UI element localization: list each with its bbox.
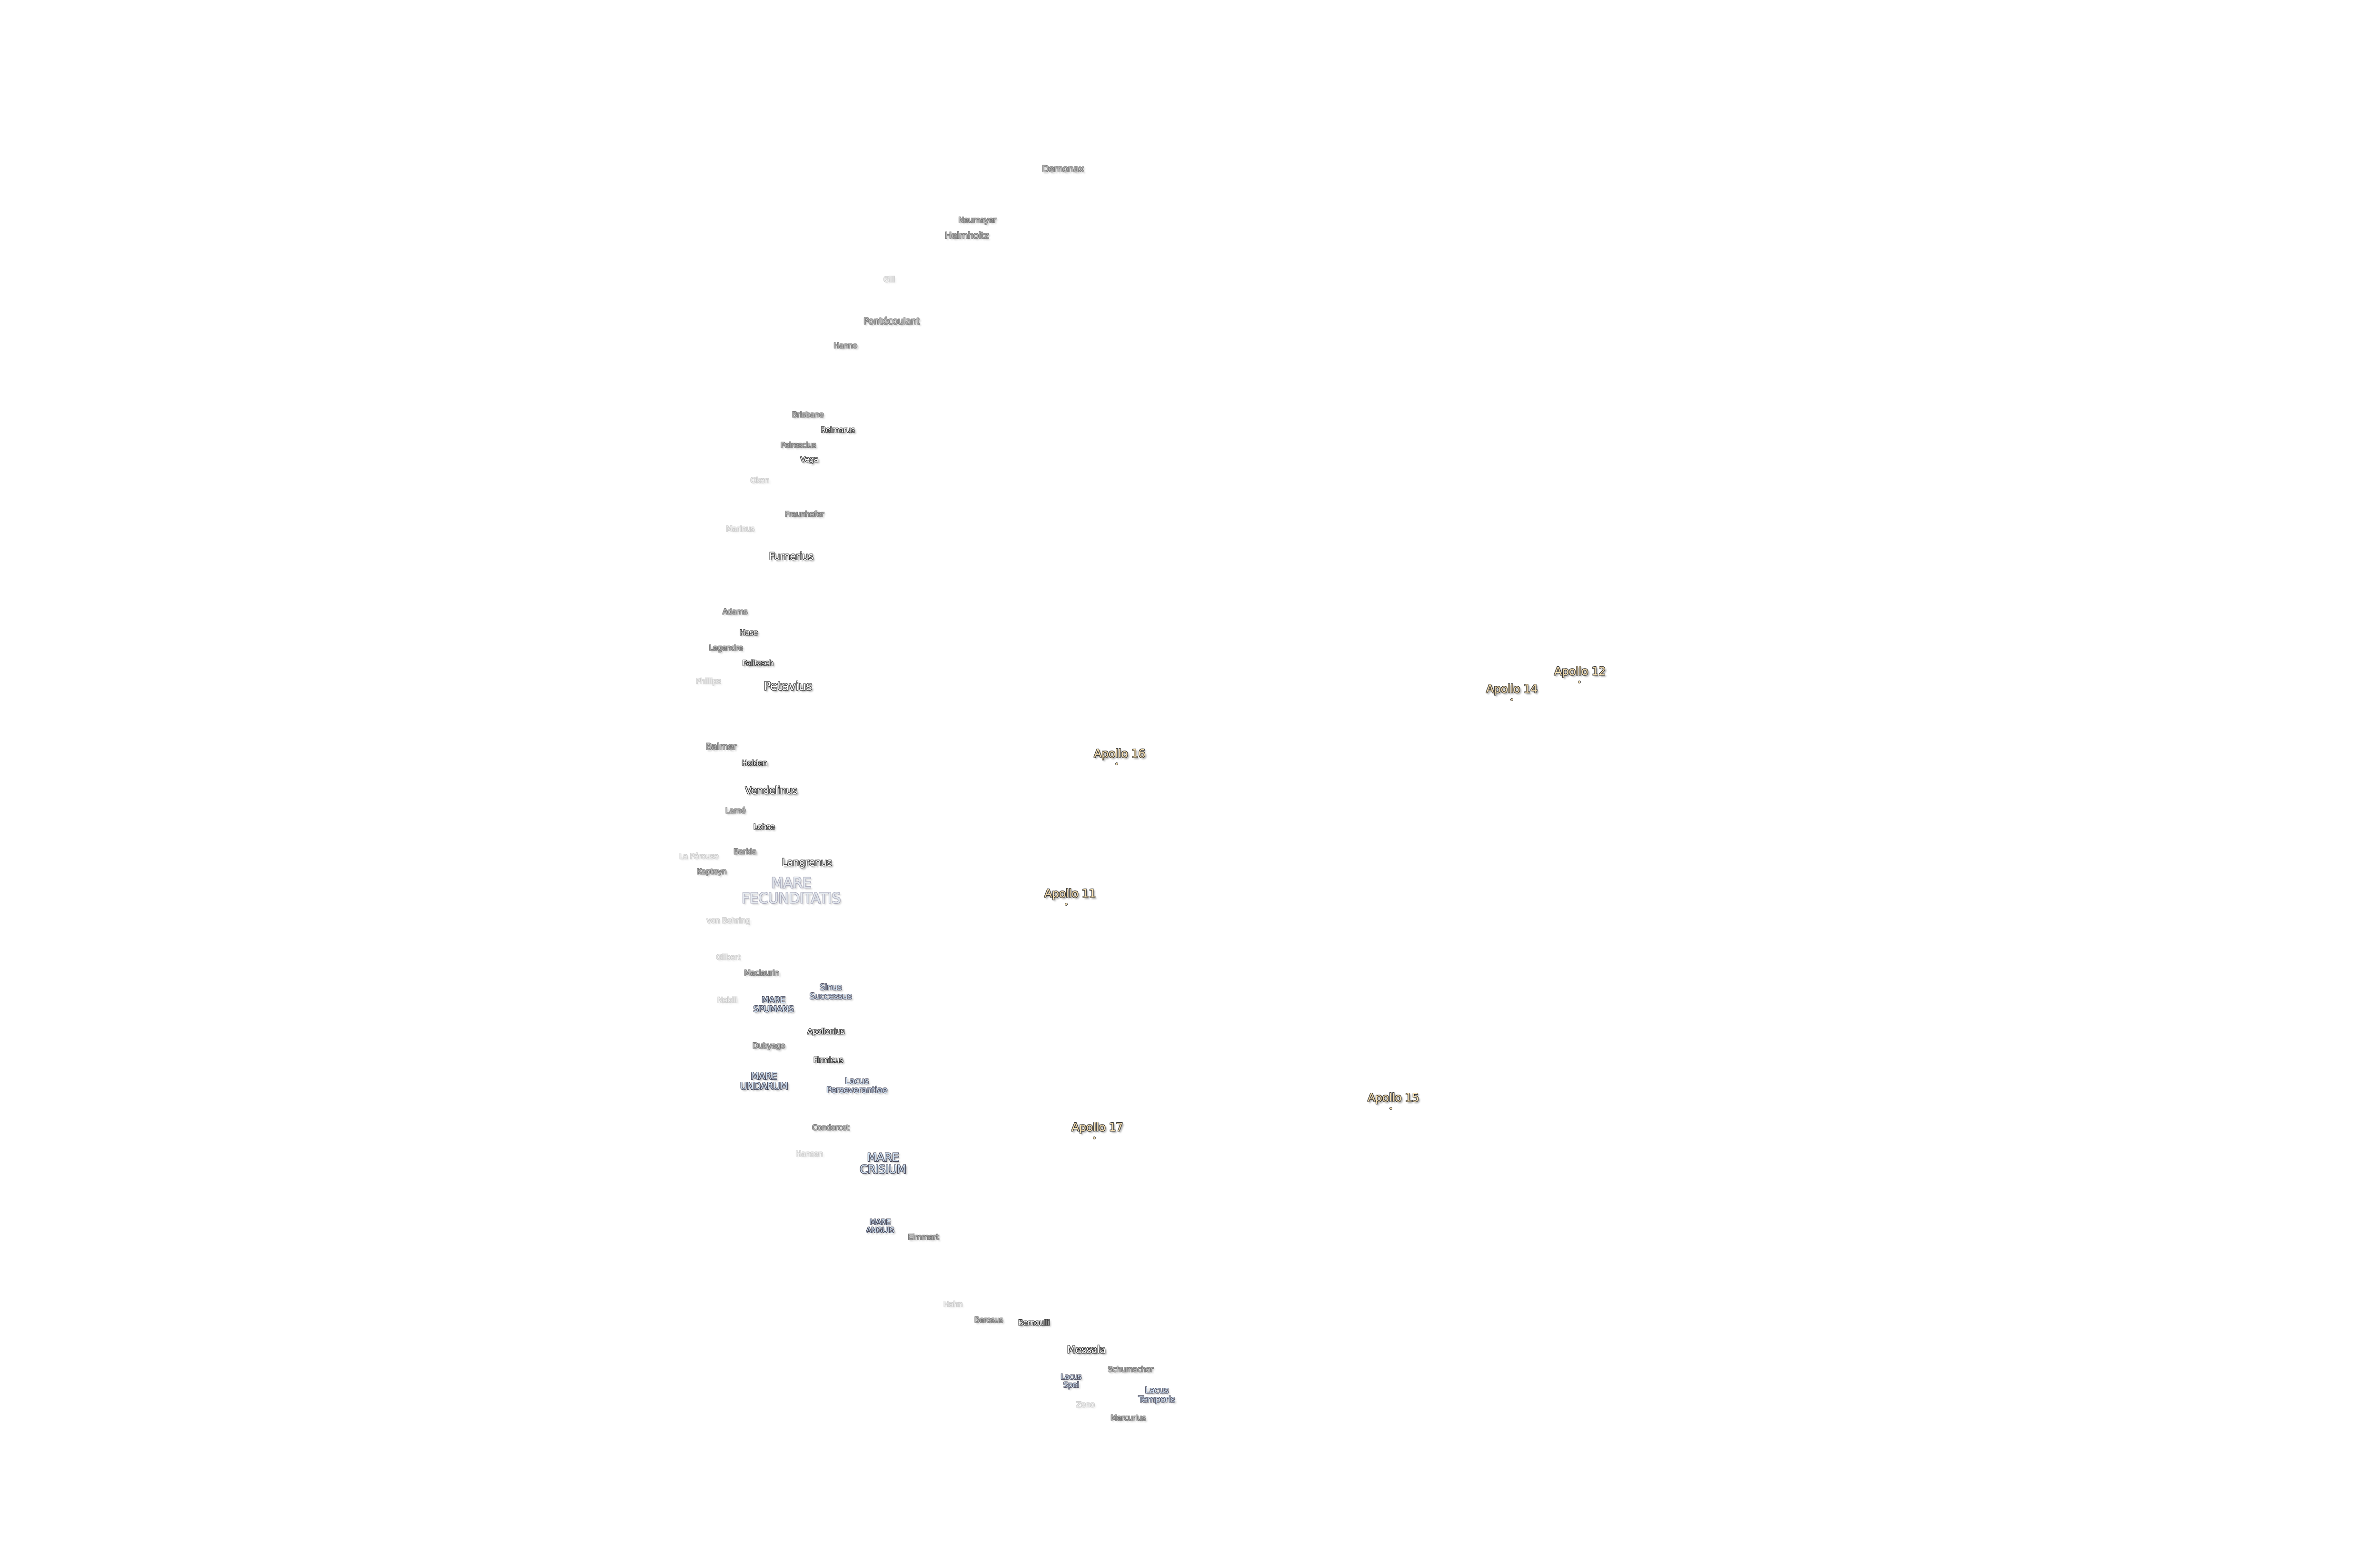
crater-label-apollonius[interactable]: Apollonius (807, 1027, 844, 1036)
crater-label-reimarus[interactable]: Reimarus (821, 425, 855, 435)
crater-label-balmer[interactable]: Balmer (705, 741, 737, 752)
mare-label-line: MARE (771, 875, 812, 892)
crater-label-adams[interactable]: Adams (722, 607, 748, 616)
crater-label-eimmart[interactable]: Eimmart (908, 1232, 939, 1242)
mare-label-line: MARE (751, 1070, 777, 1082)
sinus-label-line: Successus (809, 991, 852, 1001)
lacus-label-spei[interactable]: Lacus Spei (1061, 1373, 1081, 1389)
crater-label-hahn[interactable]: Hahn (943, 1299, 963, 1309)
lacus-label-line: Spei (1063, 1380, 1079, 1389)
mare-label-line: UNDARUM (740, 1080, 788, 1092)
landing-site-label-apollo-14[interactable]: Apollo 14 (1486, 682, 1538, 696)
crater-label-brisbane[interactable]: Brisbane (792, 410, 824, 419)
crater-label-la-perouse[interactable]: La Pérouse (679, 851, 719, 861)
mare-label-fecunditatis[interactable]: MARE FECUNDITATIS (742, 876, 841, 906)
crater-label-hanno[interactable]: Hanno (833, 341, 857, 350)
crater-label-vega[interactable]: Vega (800, 455, 818, 464)
mare-label-crisium[interactable]: MARE CRISIUM (860, 1150, 906, 1176)
crater-label-neumayer[interactable]: Neumayer (958, 215, 996, 225)
crater-label-von-behring[interactable]: von Behring (706, 916, 750, 925)
crater-label-firmicus[interactable]: Firmicus (813, 1055, 843, 1065)
crater-label-nobili[interactable]: Nobili (717, 995, 738, 1005)
mare-label-spumans[interactable]: MARE SPUMANS (754, 996, 794, 1014)
landing-site-label-apollo-15[interactable]: Apollo 15 (1367, 1091, 1419, 1105)
landing-site-marker-icon[interactable] (1578, 681, 1581, 683)
crater-label-phillips[interactable]: Phillips (695, 676, 721, 686)
mare-label-line: CRISIUM (860, 1163, 906, 1176)
crater-label-hansen[interactable]: Hansen (795, 1149, 823, 1158)
crater-label-marinus[interactable]: Marinus (726, 524, 754, 534)
lacus-label-line: Lacus (1061, 1372, 1081, 1382)
lacus-label-line: Perseverantiae (826, 1085, 887, 1095)
crater-label-furnerius[interactable]: Furnerius (769, 550, 813, 562)
crater-label-pontecoulant[interactable]: Pontécoulant (863, 316, 920, 327)
mare-label-line: MARE (870, 1217, 891, 1227)
crater-label-vendelinus[interactable]: Vendelinus (745, 784, 797, 796)
lacus-label-perseverantiae[interactable]: Lacus Perseverantiae (826, 1077, 887, 1095)
mare-label-line: FECUNDITATIS (742, 890, 841, 907)
landing-site-marker-icon[interactable] (1389, 1107, 1392, 1110)
crater-label-dubyago[interactable]: Dubyago (752, 1041, 785, 1050)
crater-label-mercurius[interactable]: Mercurius (1111, 1413, 1146, 1423)
crater-label-gilbert[interactable]: Gilbert (716, 952, 741, 962)
mare-label-line: MARE (867, 1150, 899, 1164)
crater-label-lohse[interactable]: Lohse (753, 822, 775, 831)
lacus-label-line: Temporis (1138, 1394, 1175, 1404)
mare-label-line: SPUMANS (753, 1004, 794, 1014)
lacus-label-line: Lacus (1145, 1385, 1169, 1396)
mare-label-undarum[interactable]: MARE UNDARUM (740, 1071, 788, 1091)
crater-label-holden[interactable]: Holden (742, 758, 767, 768)
crater-label-maclaurin[interactable]: Maclaurin (744, 968, 779, 978)
crater-label-legendre[interactable]: Legendre (709, 643, 743, 652)
landing-site-marker-icon[interactable] (1065, 903, 1068, 906)
sinus-label-line: Sinus (819, 982, 842, 993)
landing-site-label-apollo-12[interactable]: Apollo 12 (1554, 664, 1606, 678)
mare-label-line: MARE (762, 995, 785, 1006)
sinus-label-successus[interactable]: Sinus Successus (810, 983, 852, 1001)
mare-label-line: ANGUIS (866, 1226, 894, 1235)
crater-label-condorcet[interactable]: Condorcet (812, 1123, 849, 1132)
landing-site-marker-icon[interactable] (1510, 698, 1513, 701)
crater-label-hase[interactable]: Hase (739, 628, 758, 637)
landing-site-marker-icon[interactable] (1093, 1137, 1096, 1139)
crater-label-petavius[interactable]: Petavius (764, 679, 812, 693)
crater-label-fraunhofer[interactable]: Fraunhofer (785, 509, 824, 519)
crater-label-demonax[interactable]: Demonax (1042, 164, 1084, 175)
landing-site-label-apollo-11[interactable]: Apollo 11 (1044, 887, 1096, 900)
landing-site-marker-icon[interactable] (1115, 762, 1118, 765)
crater-label-bernoulli[interactable]: Bernoulli (1018, 1318, 1050, 1327)
crater-label-oken[interactable]: Oken (750, 475, 769, 485)
crater-label-messala[interactable]: Messala (1067, 1344, 1106, 1355)
landing-site-label-apollo-16[interactable]: Apollo 16 (1093, 747, 1146, 761)
crater-label-zeno[interactable]: Zeno (1076, 1400, 1095, 1409)
crater-label-peirescius[interactable]: Peirescius (780, 440, 816, 450)
crater-label-lame[interactable]: Lamé (725, 806, 746, 815)
crater-label-langrenus[interactable]: Langrenus (782, 856, 832, 868)
crater-label-barkla[interactable]: Barkla (734, 847, 756, 856)
mare-label-anguis[interactable]: MARE ANGUIS (866, 1218, 894, 1235)
lacus-label-temporis[interactable]: Lacus Temporis (1139, 1386, 1175, 1404)
crater-label-gill[interactable]: Gill (883, 275, 895, 284)
crater-label-schumacher[interactable]: Schumacher (1108, 1364, 1153, 1374)
lacus-label-line: Lacus (845, 1076, 869, 1087)
crater-label-palitzsch[interactable]: Palitzsch (742, 658, 774, 668)
crater-label-helmholtz[interactable]: Helmholtz (945, 230, 989, 241)
crater-label-kapteyn[interactable]: Kapteyn (696, 867, 727, 876)
crater-label-berosus[interactable]: Berosus (974, 1315, 1003, 1325)
landing-site-label-apollo-17[interactable]: Apollo 17 (1071, 1120, 1123, 1134)
